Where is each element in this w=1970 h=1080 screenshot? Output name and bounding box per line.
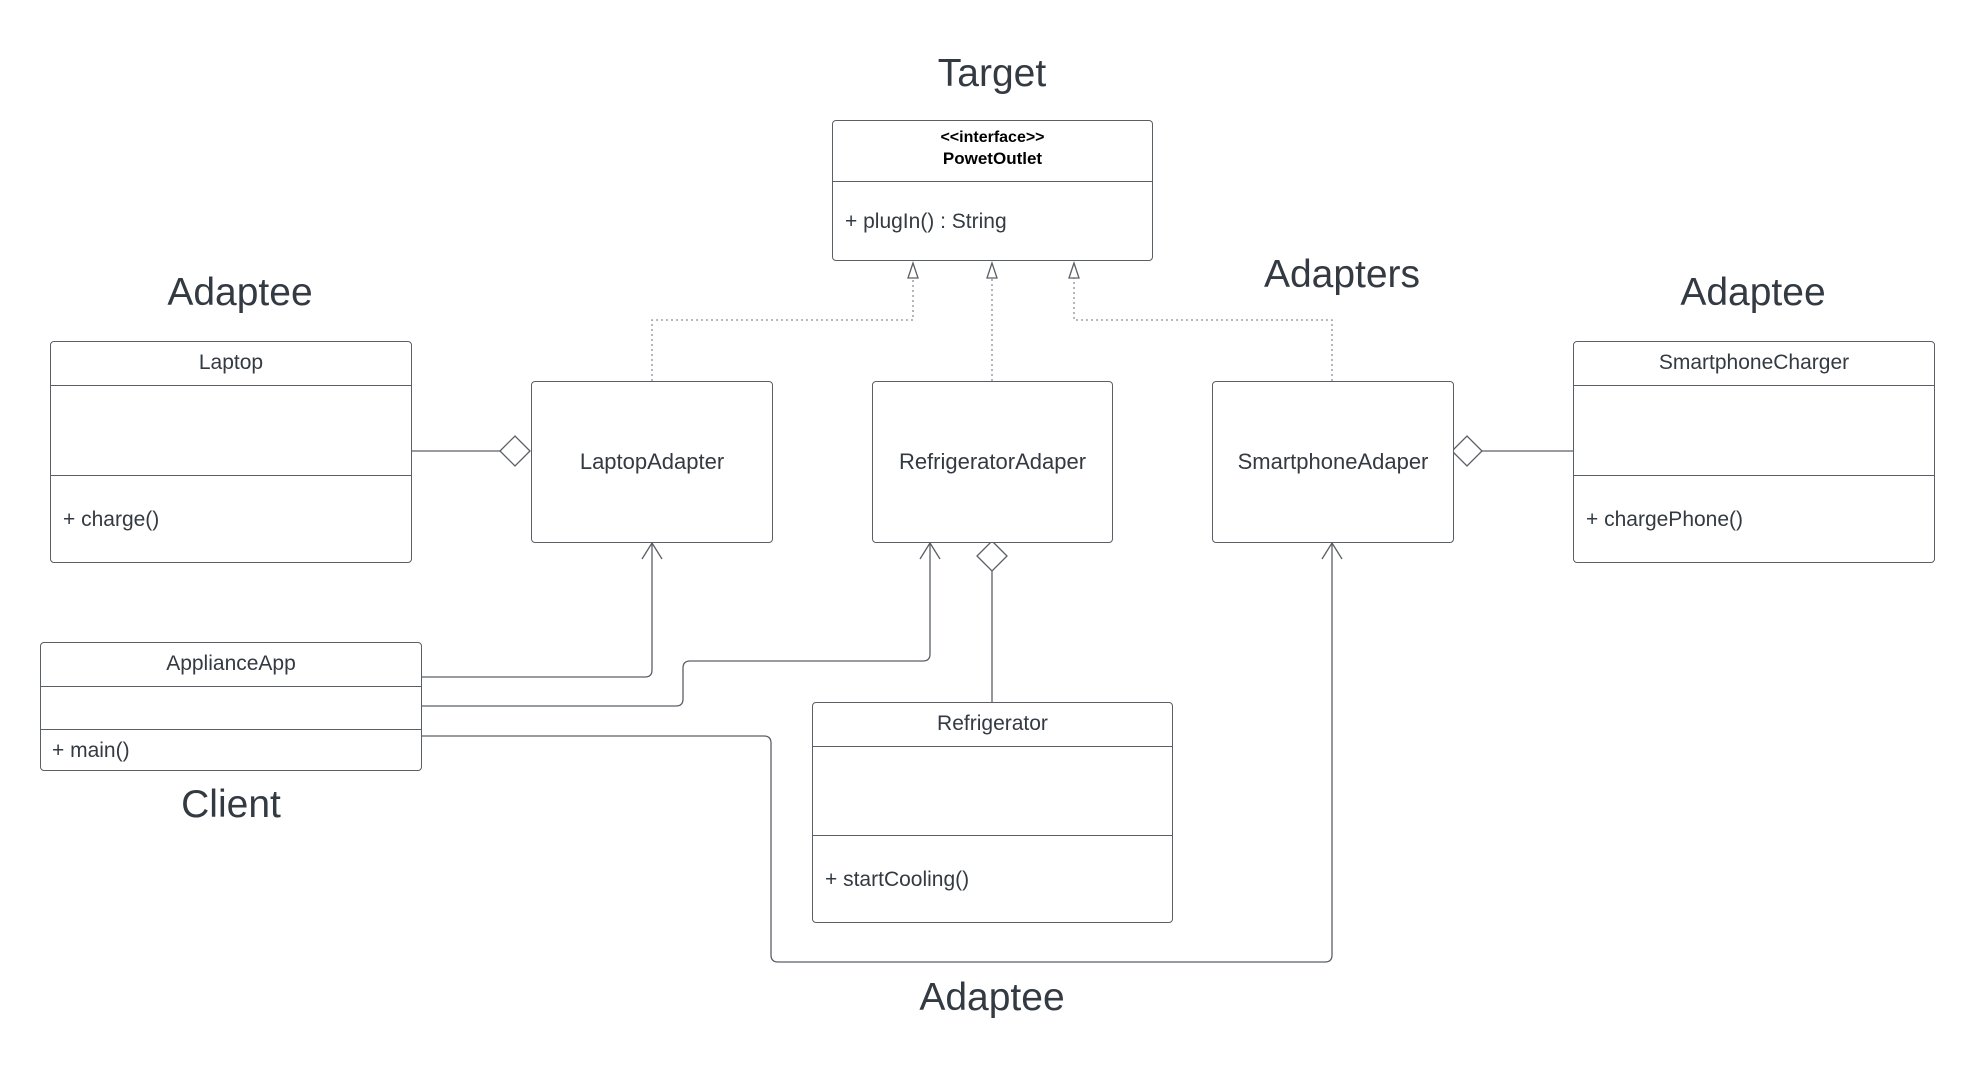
class-appliance-app[interactable]: ApplianceApp + main() [40, 642, 422, 771]
label-target: Target [937, 52, 1047, 95]
aggregation-diamond-laptop [499, 435, 531, 467]
refrigerator-name: Refrigerator [937, 712, 1048, 735]
refrigerator-attributes [813, 746, 1172, 835]
class-refrigerator[interactable]: Refrigerator + startCooling() [812, 702, 1173, 923]
association-to-smartphone-adapter [421, 543, 1333, 963]
label-client: Client [181, 783, 281, 826]
class-smartphone-charger[interactable]: SmartphoneCharger + chargePhone() [1573, 341, 1935, 563]
interface-stereotype: <<interface>> [940, 129, 1045, 146]
refrigerator-method: + startCooling() [825, 868, 970, 891]
class-laptop-adapter[interactable]: LaptopAdapter [531, 381, 773, 543]
appliance-app-name: ApplianceApp [166, 652, 296, 675]
label-adaptee-bottom: Adaptee [919, 976, 1065, 1019]
label-adaptee-right: Adaptee [1680, 271, 1826, 314]
appliance-app-attributes [41, 686, 421, 729]
realization-arrowhead-1 [907, 260, 919, 279]
realization-arrowhead-3 [1068, 260, 1080, 279]
laptop-attributes [51, 385, 411, 475]
smartphone-charger-method: + chargePhone() [1586, 508, 1744, 531]
association-to-refrigerator-adapter [421, 543, 931, 707]
association-to-laptop-adapter [421, 543, 653, 678]
aggregation-diamond-refrigerator [976, 540, 1008, 572]
association-arrowhead-smartphone [1321, 541, 1343, 560]
appliance-app-method: + main() [52, 739, 130, 762]
label-adapters: Adapters [1263, 253, 1421, 296]
association-arrowhead-laptop [641, 541, 663, 560]
interface-powet-outlet[interactable]: <<interface>> PowetOutlet + plugIn() : S… [832, 120, 1153, 261]
realization-laptop-adapter [651, 278, 914, 381]
smartphone-charger-attributes [1574, 385, 1934, 475]
aggregation-diamond-smartphone [1451, 435, 1483, 467]
realization-smartphone-adapter [1073, 278, 1333, 381]
laptop-method: + charge() [63, 508, 160, 531]
class-laptop[interactable]: Laptop + charge() [50, 341, 412, 563]
realization-arrowhead-2 [986, 260, 998, 279]
smartphone-charger-name: SmartphoneCharger [1658, 351, 1850, 374]
label-adaptee-left: Adaptee [167, 271, 313, 314]
class-smartphone-adapter[interactable]: SmartphoneAdaper [1212, 381, 1454, 543]
association-arrowhead-refrigerator [919, 541, 941, 560]
interface-method: + plugIn() : String [845, 210, 1007, 233]
class-refrigerator-adapter[interactable]: RefrigeratorAdaper [872, 381, 1113, 543]
interface-name: PowetOutlet [942, 149, 1043, 168]
laptop-name: Laptop [198, 351, 264, 374]
